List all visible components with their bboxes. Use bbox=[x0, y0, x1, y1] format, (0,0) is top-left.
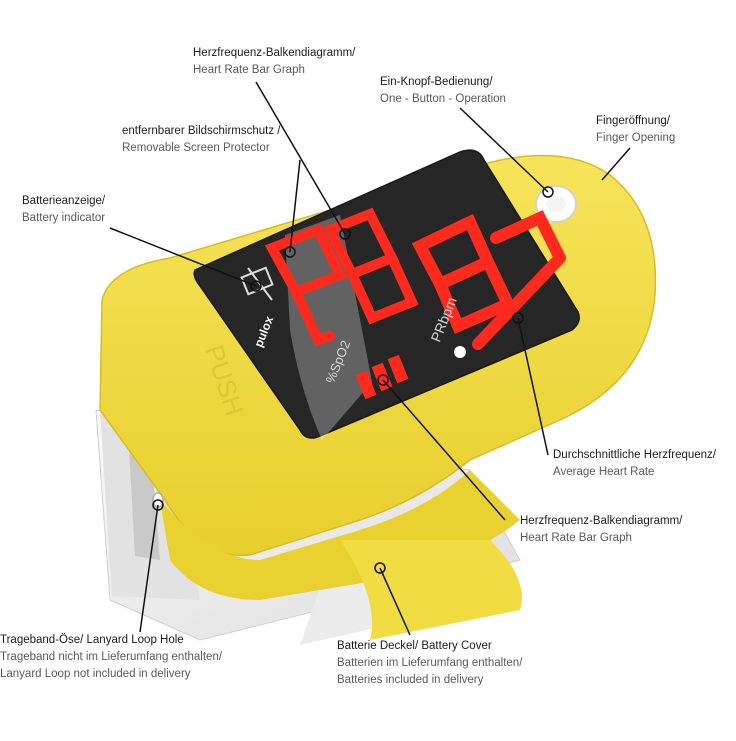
label-finger-opening: Fingeröffnung/ Finger Opening bbox=[596, 113, 675, 147]
label-en: Removable Screen Protector bbox=[122, 142, 270, 154]
label-en2: Batteries included in delivery bbox=[337, 674, 484, 686]
label-battery-cover: Batterie Deckel/ Battery Cover Batterien… bbox=[337, 638, 522, 689]
label-de: Batterie Deckel/ Battery Cover bbox=[337, 640, 492, 652]
label-one-button: Ein-Knopf-Bedienung/ One - Button - Oper… bbox=[380, 74, 506, 108]
label-avg-heart-rate: Durchschnittliche Herzfrequenz/ Average … bbox=[553, 447, 716, 481]
label-de: Ein-Knopf-Bedienung/ bbox=[380, 76, 493, 88]
label-de: Trageband-Öse/ Lanyard Loop Hole bbox=[0, 634, 184, 646]
label-en: One - Button - Operation bbox=[380, 93, 506, 105]
label-lanyard: Trageband-Öse/ Lanyard Loop Hole Trageba… bbox=[0, 632, 222, 683]
label-en: Heart Rate Bar Graph bbox=[193, 64, 305, 76]
label-en: Finger Opening bbox=[596, 132, 676, 144]
label-bar-graph-bottom: Herzfrequenz-Balkendiagramm/ Heart Rate … bbox=[520, 513, 682, 547]
display-screen bbox=[193, 149, 580, 439]
label-de: Fingeröffnung/ bbox=[596, 115, 670, 127]
label-de: Herzfrequenz-Balkendiagramm/ bbox=[520, 515, 683, 527]
spo2-display bbox=[264, 207, 419, 347]
label-de: Batterieanzeige/ bbox=[22, 195, 106, 207]
label-en2: Lanyard Loop not included in delivery bbox=[0, 668, 191, 680]
label-en: Average Heart Rate bbox=[553, 466, 655, 478]
label-battery-indicator: Batterieanzeige/ Battery indicator bbox=[22, 193, 105, 227]
label-en: Battery indicator bbox=[22, 212, 106, 224]
label-screen-protector: entfernbarer Bildschirmschutz / Removabl… bbox=[122, 123, 281, 157]
label-de: entfernbarer Bildschirmschutz / bbox=[122, 125, 281, 137]
label-de: Herzfrequenz-Balkendiagramm/ bbox=[193, 47, 356, 59]
label-en: Batterien im Lieferumfang enthalten/ bbox=[337, 657, 523, 669]
callout-lines bbox=[109, 81, 631, 636]
pr-display bbox=[411, 210, 566, 350]
heart-icon bbox=[454, 346, 466, 358]
label-de: Durchschnittliche Herzfrequenz/ bbox=[553, 449, 716, 461]
label-bar-graph-top: Herzfrequenz-Balkendiagramm/ Heart Rate … bbox=[193, 45, 355, 79]
label-en: Heart Rate Bar Graph bbox=[520, 532, 632, 544]
button-area bbox=[535, 185, 577, 223]
label-en: Trageband nicht im Lieferumfang enthalte… bbox=[0, 651, 223, 663]
